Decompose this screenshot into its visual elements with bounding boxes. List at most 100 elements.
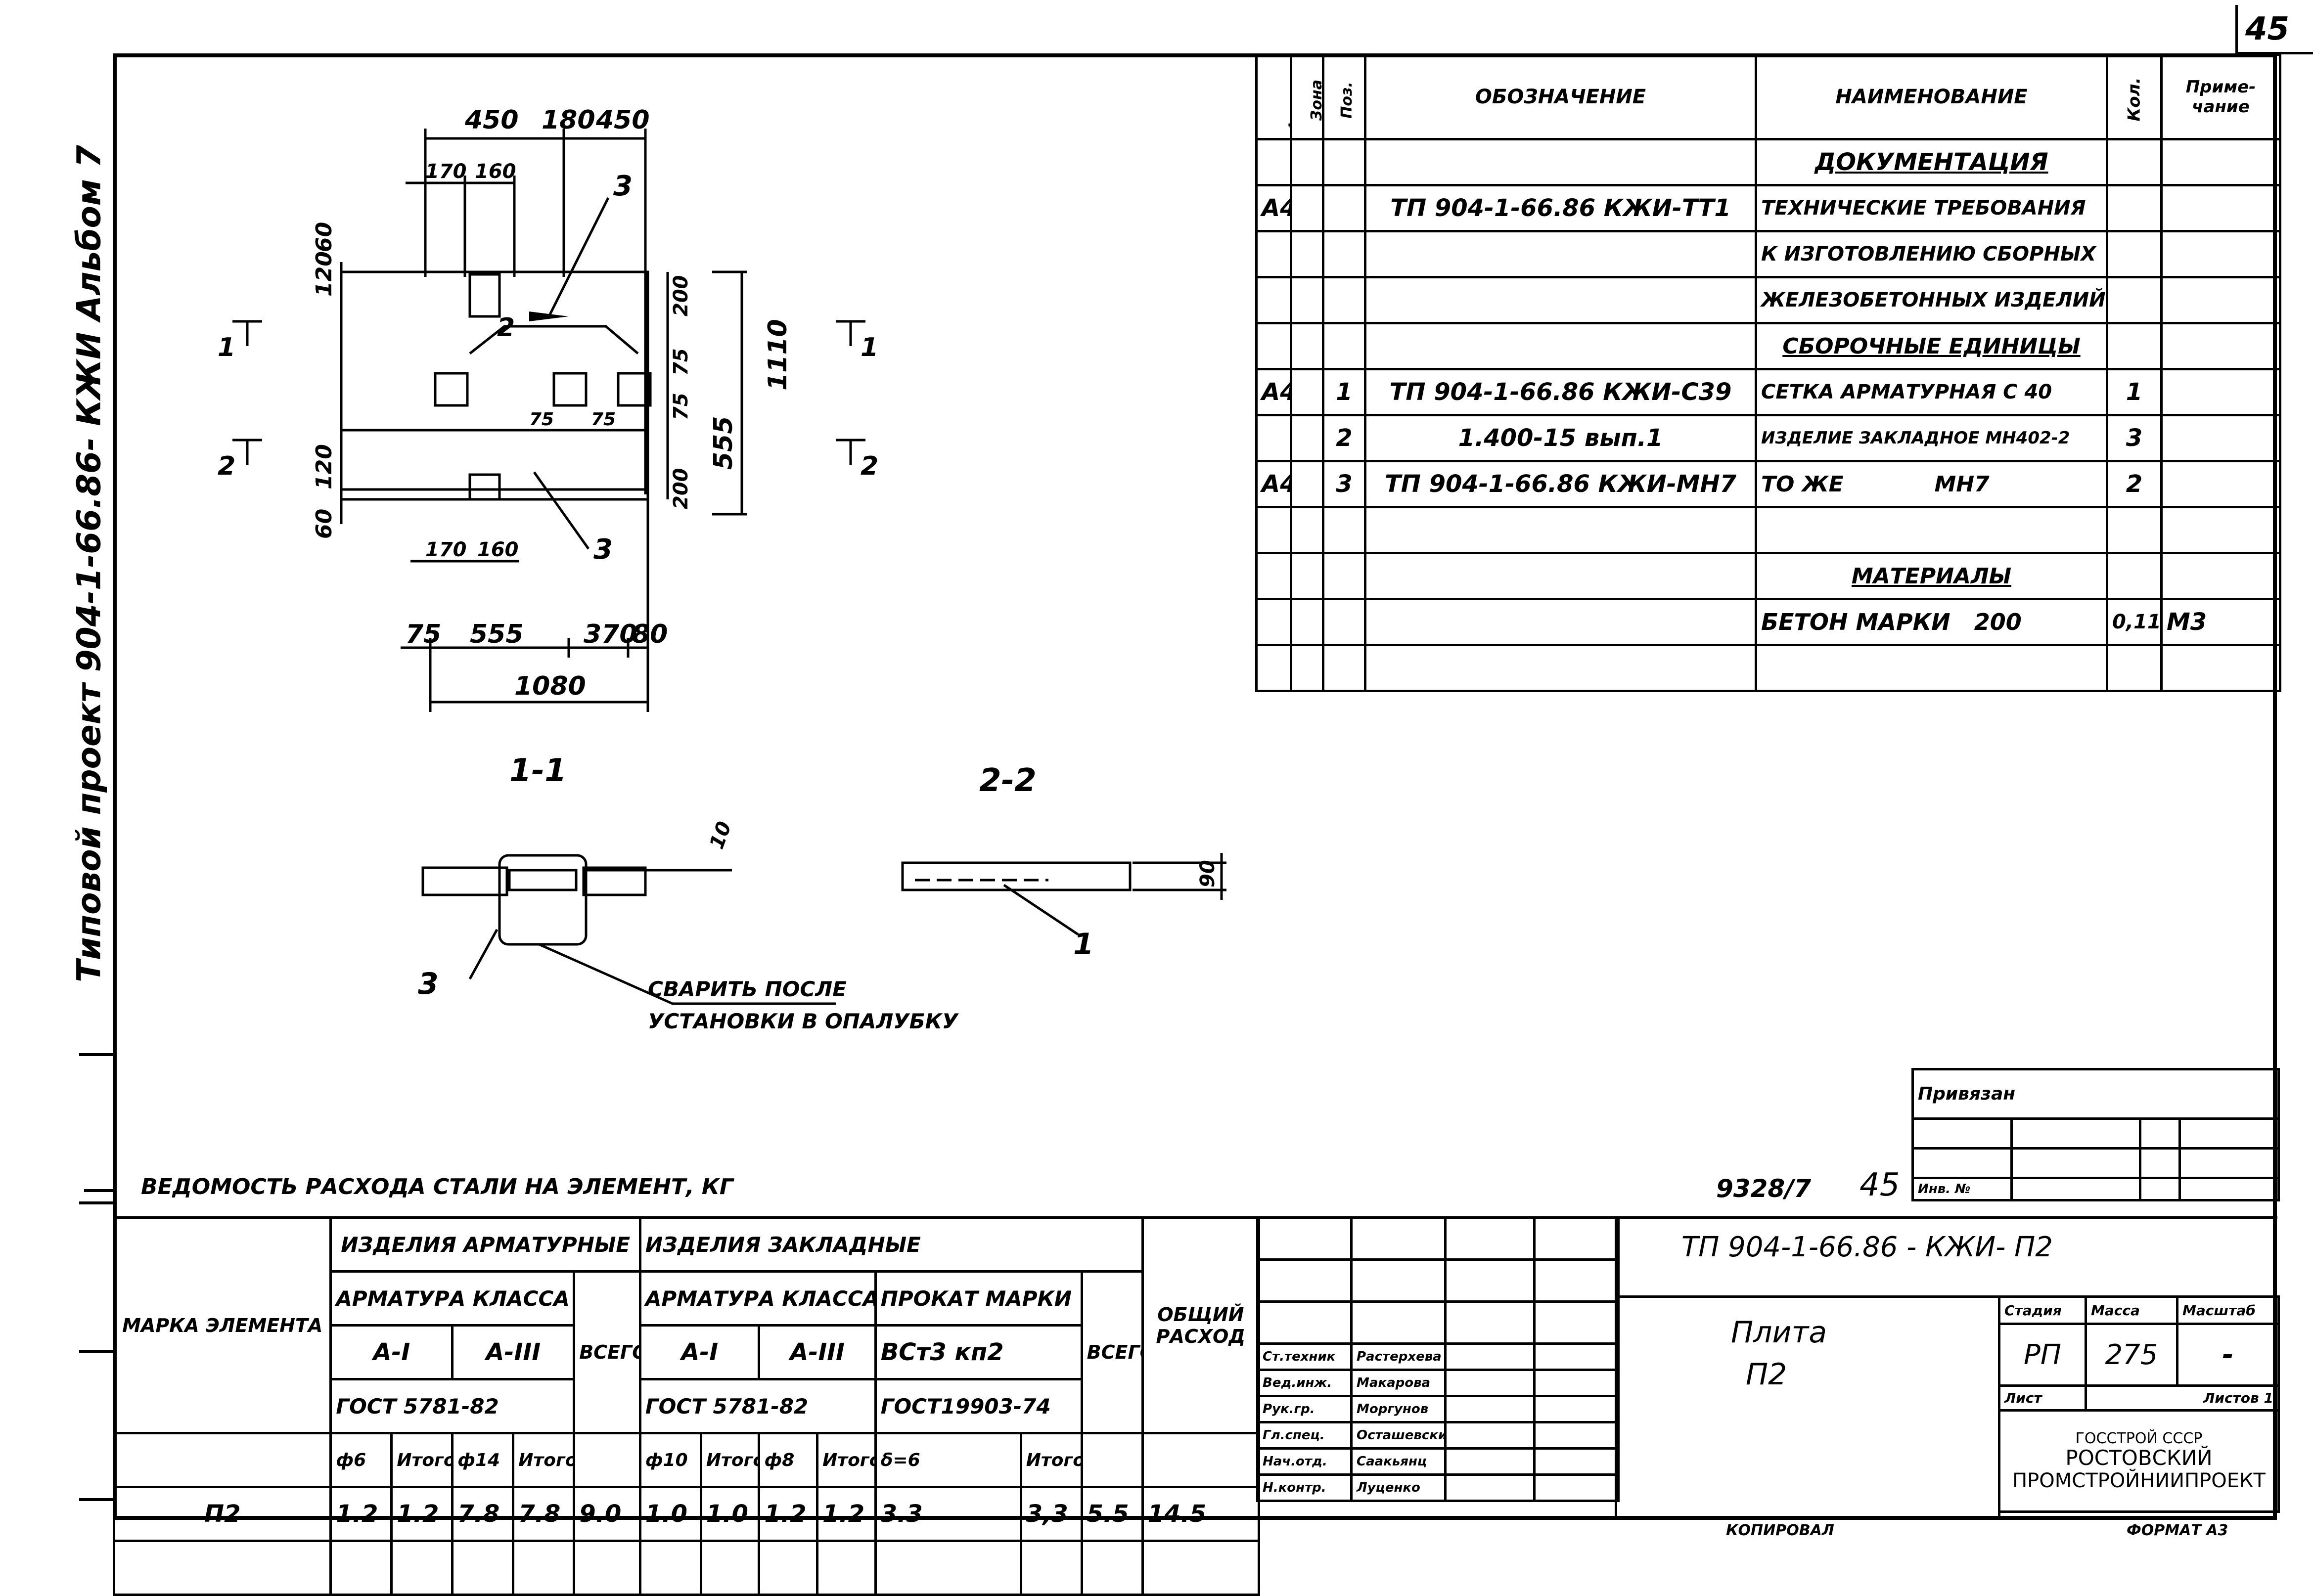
spec-header-name: НАИМЕНОВАНИЕ (1755, 53, 2108, 140)
callout-leader-3-bottom (533, 471, 590, 550)
dim-555-vertical: 555 (709, 416, 738, 470)
embedded-part-left (434, 372, 469, 407)
callout-2: 2 (497, 313, 515, 343)
stage-header: Стадия (1998, 1295, 2087, 1325)
section-1-rib (498, 854, 588, 946)
paper-format: ФОРМАТ А3 (2127, 1522, 2228, 1539)
spec-header-row: Формат Зона Поз. ОБОЗНАЧЕНИЕ НАИМЕНОВАНИ… (1255, 53, 2281, 140)
tied-label: Привязан (1911, 1068, 2280, 1120)
margin-tick (79, 1350, 114, 1353)
steel-gost1: ГОСТ 5781-82 (329, 1378, 576, 1434)
callout-leader-3-top (547, 197, 610, 317)
spec-row: ЖЕЛЕЗОБЕТОННЫХ ИЗДЕЛИЙ (1255, 276, 2281, 324)
inv-sheet: 45 (1859, 1167, 1900, 1203)
plate-drawing: 450 180 450 170 160 170 160 75 555 370 8… (218, 105, 1226, 1033)
section-title-1-1: 1-1 (509, 753, 567, 789)
steel-data-row: П2 1.2 1.2 7.8 7.8 9.0 1.0 1.0 1.2 1.2 3… (112, 1486, 1261, 1542)
spec-header-pos: Поз. (1322, 53, 1366, 140)
steel-prokat: ПРОКАТ МАРКИ (874, 1270, 1083, 1327)
dim-120-top: 120 (312, 251, 337, 297)
steel-d2: ф14 (451, 1432, 515, 1488)
steel-it1: Итого (390, 1432, 454, 1488)
stage-value: РП (1998, 1323, 2087, 1387)
steel-class-a1b: А-I (638, 1324, 761, 1380)
dim-60-top: 60 (312, 222, 337, 252)
scale-header: Масштаб (2176, 1295, 2280, 1325)
callout-arrow (529, 311, 569, 321)
section-2-slab (901, 861, 1132, 891)
section-1-flange-right (582, 866, 647, 896)
callout-3-bottom: 3 (593, 533, 613, 566)
steel-mark-header: МАРКА ЭЛЕМЕНТА (112, 1216, 332, 1434)
specification-table: Формат Зона Поз. ОБОЗНАЧЕНИЕ НАИМЕНОВАНИ… (1255, 53, 2281, 692)
sheet-number-border (2235, 5, 2238, 54)
dim-75-small-left: 75 (529, 409, 554, 430)
spec-section-materials: МАТЕРИАЛЫ (1755, 552, 2108, 600)
steel-it4: Итого (816, 1432, 877, 1488)
section-dim-10: 10 (705, 818, 736, 852)
steel-d1: ф6 (329, 1432, 393, 1488)
dim-555: 555 (470, 620, 524, 649)
spec-row (1255, 506, 2281, 554)
sheet-number: 45 (2245, 11, 2290, 47)
spec-header-format: Формат (1255, 53, 1292, 140)
steel-arm-class-2: АРМАТУРА КЛАССА (638, 1270, 877, 1327)
margin-tick (79, 1498, 114, 1501)
signature-row: Вед.инж.Макарова (1256, 1369, 1620, 1397)
dim-450-right: 450 (595, 105, 650, 135)
product-mark: П2 (1746, 1357, 1787, 1392)
steel-d4: ф8 (758, 1432, 819, 1488)
section-mark-1-left: 1 (218, 333, 235, 362)
dim-170-top: 170 (425, 160, 467, 183)
signature-row: Рук.гр.Моргунов (1256, 1395, 1620, 1423)
dim-200-top: 200 (670, 275, 692, 317)
steel-total-1: ВСЕГО (573, 1270, 641, 1434)
sheets-header: Листов 1 (2085, 1384, 2280, 1412)
dim-75-small-right: 75 (591, 409, 616, 430)
callout-leader-3-section (468, 929, 499, 980)
dim-170-bottom: 170 (425, 538, 467, 561)
steel-schedule-title: ВЕДОМОСТЬ РАСХОДА СТАЛИ НА ЭЛЕМЕНТ, КГ (141, 1174, 733, 1199)
stage-table: Стадия Масса Масштаб РП 275 - Лист Листо… (1998, 1295, 2280, 1513)
callout-3-top: 3 (613, 170, 633, 202)
copied-by: КОПИРОВАЛ (1726, 1522, 1834, 1539)
section-1-insert (508, 869, 578, 891)
section-1-flange-left (421, 866, 508, 896)
section-mark-2-left: 2 (218, 451, 235, 481)
steel-class-a3: А-III (451, 1324, 576, 1380)
signature-row: Гл.спец.Осташевский (1256, 1421, 1620, 1450)
steel-group-embedded: ИЗДЕЛИЯ ЗАКЛАДНЫЕ (638, 1216, 1144, 1273)
org-line1: ГОССТРОЙ СССР (2075, 1430, 2203, 1448)
section-dim-90: 90 (1196, 860, 1219, 887)
spec-row (1255, 644, 2281, 692)
inv-number: 9328/7 (1716, 1174, 1812, 1203)
dim-1110: 1110 (763, 319, 793, 391)
scale-value: - (2176, 1323, 2280, 1387)
embedded-part-right (617, 372, 652, 407)
tied-stamp: Привязан Инв. № (1911, 1068, 2280, 1201)
dim-200-bottom: 200 (670, 468, 692, 510)
steel-it5: Итого (1019, 1432, 1083, 1488)
spec-header-qty: Кол. (2106, 53, 2163, 140)
steel-overall-header: ОБЩИЙ РАСХОД (1141, 1216, 1261, 1434)
spec-section-documentation: ДОКУМЕНТАЦИЯ (1755, 138, 2108, 186)
steel-total-2: ВСЕГО (1080, 1270, 1144, 1434)
steel-it2: Итого (512, 1432, 576, 1488)
dim-160-top: 160 (475, 160, 516, 183)
dim-75-right-top: 75 (670, 348, 692, 376)
signature-row: Нач.отд.Саакьянц (1256, 1447, 1620, 1476)
callout-1-section: 1 (1073, 927, 1094, 962)
dim-1080: 1080 (514, 671, 586, 701)
opening-bottom (468, 473, 501, 501)
weld-note-line2: УСТАНОВКИ В ОПАЛУБКУ (648, 1009, 959, 1033)
steel-it3: Итого (699, 1432, 761, 1488)
document-code: ТП 904-1-66.86 - КЖИ- П2 (1681, 1231, 2053, 1263)
plate-outline-top (340, 270, 649, 491)
spec-row: СБОРОЧНЫЕ ЕДИНИЦЫ (1255, 322, 2281, 370)
